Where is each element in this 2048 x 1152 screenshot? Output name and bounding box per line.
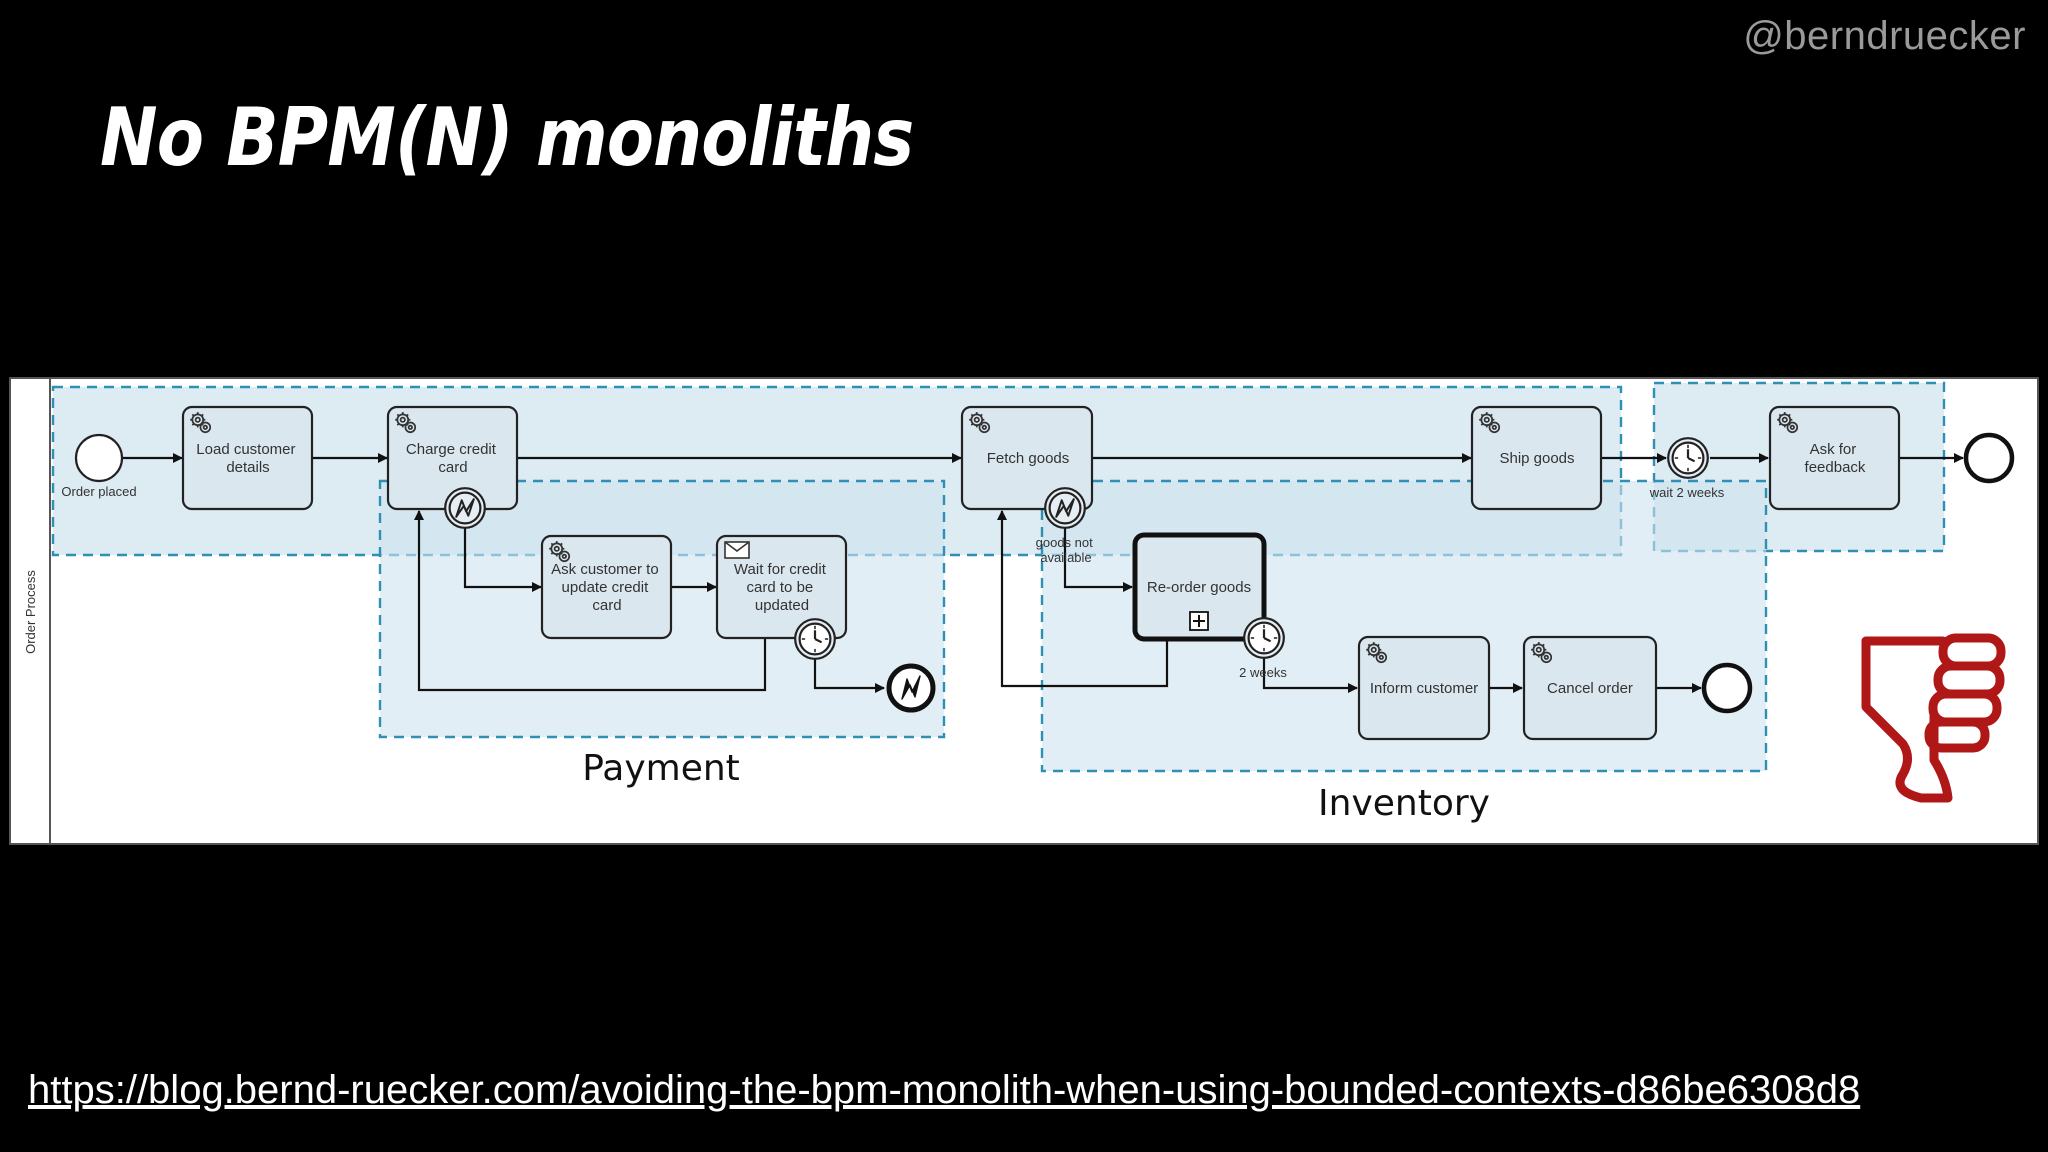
svg-text:Ask customer to update c: Ask customer to update credit card	[551, 561, 663, 614]
slide-title: No BPM(N) monoliths	[100, 91, 914, 184]
lightning-icon	[901, 675, 921, 700]
plus-box-icon	[1189, 611, 1209, 631]
svg-text:goods not available: goods not available	[1036, 535, 1097, 565]
clock-icon	[1667, 437, 1709, 479]
task-cancel-order: Cancel order	[1522, 635, 1658, 741]
task-charge-credit-card: Charge credit card	[386, 405, 519, 511]
thumbs-down-icon	[1861, 633, 2006, 803]
task-ship-goods: Ship goods	[1470, 405, 1603, 511]
task-label-line: card	[592, 597, 621, 614]
task-label-line: update credit	[562, 579, 650, 596]
inventory-context-label: Inventory	[1318, 783, 1490, 824]
task-label-line: updated	[755, 597, 809, 614]
error-boundary-icon	[444, 487, 486, 529]
sequence-flows	[122, 453, 1964, 693]
start-event	[74, 433, 124, 483]
task-inform-customer: Inform customer	[1357, 635, 1491, 741]
clock-icon	[794, 618, 836, 660]
payment-context-label: Payment	[582, 748, 740, 789]
error-boundary-icon	[1044, 487, 1086, 529]
task-label-line: Charge credit	[406, 441, 497, 458]
error-end-event	[886, 663, 936, 713]
end-event	[1701, 662, 1753, 714]
task-label-line: Cancel order	[1547, 680, 1633, 697]
timer-label: 2 weeks	[1239, 665, 1287, 680]
task-label-line: Fetch goods	[987, 450, 1070, 467]
task-label-line: Inform customer	[1370, 680, 1478, 697]
svg-text:Ask for feedback: Ask for feedback	[1805, 441, 1866, 476]
task-label-line: feedback	[1805, 459, 1866, 476]
start-event-label: Order placed	[61, 484, 136, 499]
task-label-line: Wait for credit	[734, 561, 827, 578]
task-ask-feedback: Ask for feedback	[1768, 405, 1901, 511]
task-label-line: card to be	[747, 579, 814, 596]
envelope-icon	[724, 541, 750, 559]
pool-label: Order Process	[23, 570, 38, 654]
task-load-customer: Load customer details	[181, 405, 314, 511]
task-wait-credit-card: Wait for credit card to be updated	[715, 534, 848, 640]
svg-text:Charge credit card: Charge credit card	[406, 441, 500, 476]
task-label-line: Ship goods	[1499, 450, 1574, 467]
task-ask-customer-update: Ask customer to update credit card	[540, 534, 673, 640]
clock-icon	[1243, 617, 1285, 659]
boundary-label-line: goods not	[1036, 535, 1093, 550]
task-label-line: details	[226, 459, 269, 476]
author-handle: @berndruecker	[1743, 14, 2026, 58]
blog-link[interactable]: https://blog.bernd-ruecker.com/avoiding-…	[28, 1068, 1861, 1112]
svg-text:Load customer details: Load customer details	[196, 441, 299, 476]
task-label-line: card	[438, 459, 467, 476]
end-event	[1963, 432, 2015, 484]
svg-text:Wait for credit card to: Wait for credit card to be updated	[734, 561, 830, 614]
subprocess-reorder-goods: Re-order goods	[1132, 532, 1267, 642]
task-label-line: Re-order goods	[1147, 579, 1251, 596]
task-label-line: Ask for	[1810, 441, 1857, 458]
boundary-label-line: available	[1040, 550, 1091, 565]
timer-label: wait 2 weeks	[1649, 485, 1725, 500]
task-label-line: Ask customer to	[551, 561, 659, 578]
task-fetch-goods: Fetch goods	[960, 405, 1094, 511]
task-label-line: Load customer	[196, 441, 295, 458]
